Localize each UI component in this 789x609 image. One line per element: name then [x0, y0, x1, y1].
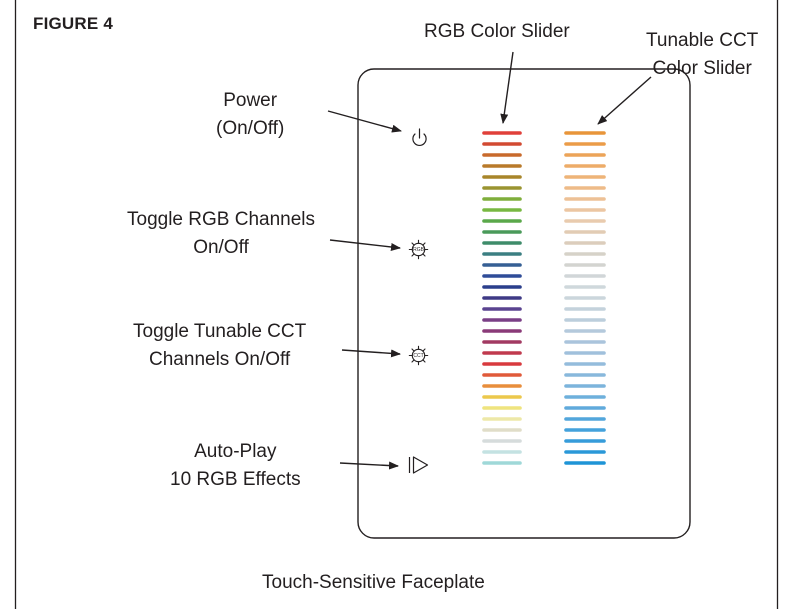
- autoplay-label-line2: 10 RGB Effects: [170, 469, 301, 490]
- faceplate: [357, 68, 691, 539]
- cct-toggle-icon[interactable]: CCT: [408, 345, 429, 366]
- rgb-toggle-icon[interactable]: RGB: [408, 239, 429, 260]
- rgb-slider-label-text: RGB Color Slider: [424, 21, 570, 42]
- autoplay-label: Auto-Play 10 RGB Effects: [170, 438, 301, 494]
- cct-slider-label-line1: Tunable CCT: [646, 30, 759, 51]
- rgb-icon-label: RGB: [413, 247, 425, 253]
- cct-slider-label-line2: Color Slider: [652, 58, 752, 79]
- toggle-cct-label-line2: Channels On/Off: [149, 349, 291, 370]
- rgb-color-slider[interactable]: [482, 131, 522, 465]
- power-label: Power (On/Off): [216, 87, 284, 143]
- rgb-slider-arrow: [500, 51, 514, 124]
- toggle-rgb-label-line2: On/Off: [193, 237, 249, 258]
- faceplate-caption: Touch-Sensitive Faceplate: [262, 569, 485, 597]
- toggle-rgb-label: Toggle RGB Channels On/Off: [127, 206, 315, 262]
- cct-slider-arrow: [597, 76, 652, 125]
- power-label-line2: (On/Off): [216, 118, 285, 139]
- power-arrow: [327, 110, 402, 133]
- power-icon[interactable]: [412, 128, 427, 146]
- toggle-cct-label-line1: Toggle Tunable CCT: [133, 321, 307, 342]
- toggle-rgb-label-line1: Toggle RGB Channels: [127, 209, 315, 230]
- cct-icon-label: CCT: [413, 353, 423, 359]
- toggle-cct-label: Toggle Tunable CCT Channels On/Off: [133, 318, 306, 374]
- faceplate-caption-text: Touch-Sensitive Faceplate: [262, 572, 485, 593]
- toggle-cct-arrow: [341, 349, 401, 358]
- cct-slider-label: Tunable CCT Color Slider: [646, 27, 758, 83]
- cct-color-slider[interactable]: [564, 131, 606, 465]
- autoplay-arrow: [339, 461, 399, 470]
- toggle-rgb-arrow: [329, 239, 401, 251]
- autoplay-label-line1: Auto-Play: [194, 441, 277, 462]
- autoplay-icon[interactable]: [408, 456, 429, 474]
- rgb-slider-label: RGB Color Slider: [424, 18, 570, 46]
- figure-title: FIGURE 4: [33, 14, 114, 33]
- power-label-line1: Power: [223, 90, 278, 111]
